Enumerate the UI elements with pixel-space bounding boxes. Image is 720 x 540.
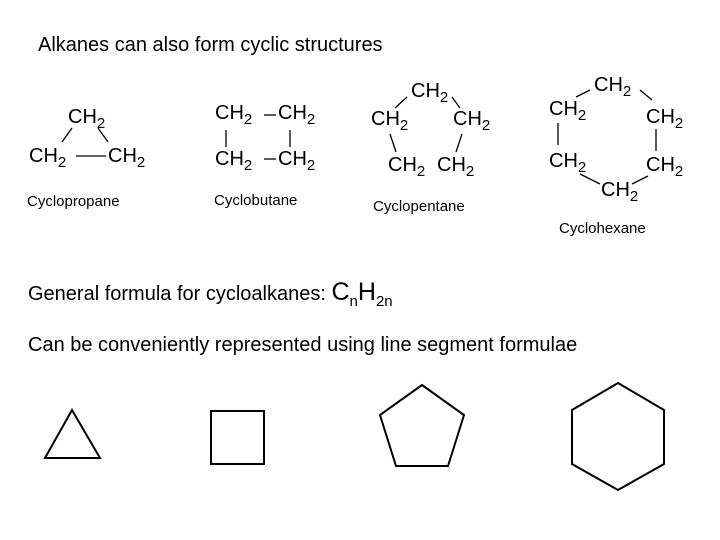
bond-line bbox=[575, 89, 591, 98]
line-formula-text: Can be conveniently represented using li… bbox=[28, 334, 578, 356]
ch2-group: CH2 bbox=[453, 108, 491, 134]
ch2-group: CH2 bbox=[108, 145, 146, 171]
bond-line bbox=[389, 133, 397, 153]
bond-line bbox=[579, 173, 601, 185]
ch2-group: CH2 bbox=[388, 154, 426, 180]
ch2-group: CH2 bbox=[215, 148, 253, 174]
ch2-group: CH2 bbox=[549, 150, 587, 176]
cyclopentane-label: Cyclopentane bbox=[373, 198, 465, 215]
slide-title: Alkanes can also form cyclic structures bbox=[38, 34, 383, 56]
ch2-group: CH2 bbox=[215, 102, 253, 128]
ch2-group: CH2 bbox=[29, 145, 67, 171]
ch2-group: CH2 bbox=[549, 98, 587, 124]
ch2-group: CH2 bbox=[411, 80, 449, 106]
ch2-group: CH2 bbox=[371, 108, 409, 134]
cyclobutane-label: Cyclobutane bbox=[214, 192, 298, 209]
ch2-group: CH2 bbox=[594, 74, 632, 100]
bond-line bbox=[639, 89, 653, 101]
cyclopropane-label: Cyclopropane bbox=[27, 193, 120, 210]
ch2-group: CH2 bbox=[646, 154, 684, 180]
bond-line bbox=[394, 96, 408, 109]
ch2-group: CH2 bbox=[278, 148, 316, 174]
cyclohexane-label: Cyclohexane bbox=[559, 220, 646, 237]
bond-line bbox=[61, 127, 73, 143]
ch2-group: CH2 bbox=[278, 102, 316, 128]
ch2-group: CH2 bbox=[646, 106, 684, 132]
hexagon-shape bbox=[571, 381, 665, 492]
triangle-shape bbox=[43, 407, 102, 459]
bond-line bbox=[97, 127, 109, 143]
square-shape bbox=[210, 410, 265, 465]
general-formula-line: General formula for cycloalkanes: CnH2n bbox=[28, 278, 393, 310]
ch2-group: CH2 bbox=[601, 179, 639, 205]
bond-line bbox=[451, 96, 461, 109]
bond-line bbox=[455, 133, 463, 153]
bond-line bbox=[631, 175, 649, 185]
general-formula-label: General formula for cycloalkanes: bbox=[28, 283, 326, 305]
general-formula: CnH2n bbox=[331, 278, 393, 310]
ch2-group: CH2 bbox=[68, 106, 106, 132]
ch2-group: CH2 bbox=[437, 154, 475, 180]
structural-bonds bbox=[61, 89, 657, 185]
pentagon-shape bbox=[378, 383, 466, 467]
